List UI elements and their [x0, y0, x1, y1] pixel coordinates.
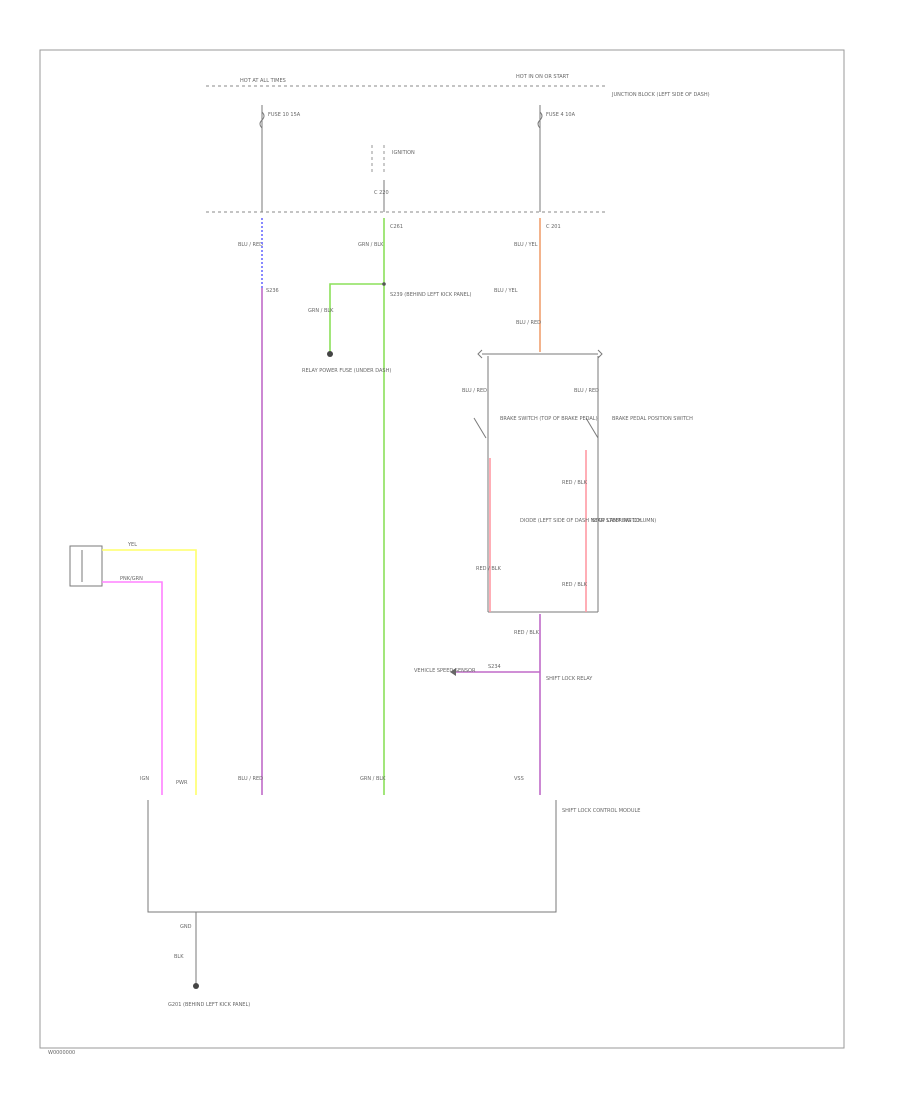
footer-code: W0000000 [48, 1050, 75, 1056]
sw-right-out-label: RED / BLK [562, 480, 588, 486]
wire-pink-left-sensor [102, 581, 163, 795]
bottom-wire-label: RED / BLK [514, 630, 540, 636]
fuse-left-label: FUSE 10 15A [268, 112, 301, 118]
wire-label-shift-lock: BLU / YEL [494, 288, 518, 294]
fuse-box-right-title: HOT IN ON OR START [516, 74, 570, 80]
pin-vss-label: VSS [514, 776, 524, 782]
shift-lock-terminal [327, 351, 333, 357]
diode-note: DIODE (LEFT SIDE OF DASH NEAR STEERING C… [520, 518, 656, 524]
wire-label-fuse-left: BLU / RED [238, 242, 263, 248]
connector-label-fuse-left: S236 [266, 288, 279, 294]
speed-sensor-label: VEHICLE SPEED SENSOR [414, 668, 476, 674]
blu-bottom-label: BLU / RED [238, 776, 263, 782]
ground-label: G201 (BEHIND LEFT KICK PANEL) [168, 1002, 250, 1008]
sw-left-wire-label: BLU / RED [462, 388, 487, 394]
pin-pwr-label: PWR [176, 780, 188, 786]
power-relay-label: RELAY POWER FUSE (UNDER DASH) [302, 368, 391, 374]
wire-green-branch [329, 283, 384, 352]
stop-lamp-label: STOP LAMP SWITCH [592, 518, 642, 524]
connector-label-ign: C261 [390, 224, 403, 230]
yel-label: YEL [127, 542, 137, 548]
wire-yellow [102, 549, 197, 795]
ignition-label: IGNITION [392, 150, 415, 156]
control-module-label: SHIFT LOCK CONTROL MODULE [562, 808, 640, 814]
arrow-speed-sensor [450, 668, 456, 676]
diode-out-label: RED / BLK [562, 582, 588, 588]
ground-wire-label: BLK [174, 954, 184, 960]
brake-pedal-switch-label: BRAKE PEDAL POSITION SWITCH [612, 416, 693, 422]
connector-label-fuse-right: C 201 [546, 224, 561, 230]
pin-ign-label: IGN [140, 776, 149, 782]
ignition-terminal: C 220 [374, 190, 389, 196]
grn-bottom-label: GRN / BLK [360, 776, 386, 782]
fuse-box-left-title: HOT AT ALL TIMES [240, 78, 286, 84]
splice-s234-label: S234 [488, 664, 501, 670]
fuse-right: FUSE 4 10A [537, 105, 576, 212]
fuse-left: FUSE 10 15A [259, 105, 301, 212]
brake-switch-block [473, 349, 603, 613]
splice-s239-label: S239 (BEHIND LEFT KICK PANEL) [390, 292, 472, 298]
fuse-right-label: FUSE 4 10A [546, 112, 576, 118]
wire-label-ign: GRN / BLK [358, 242, 384, 248]
pin-gnd-label: GND [180, 924, 192, 930]
ground-terminal [193, 983, 199, 989]
grn-splice-label: GRN / BLK [308, 308, 334, 314]
wire-label-brake-switch: BLU / RED [516, 320, 541, 326]
sw-left-out-label: RED / BLK [476, 566, 502, 572]
fuse-box-note: JUNCTION BLOCK (LEFT SIDE OF DASH) [611, 92, 710, 98]
wire-label-fuse-right: BLU / YEL [514, 242, 538, 248]
sw-right-wire-label: BLU / RED [574, 388, 599, 394]
pnk-label: PNK/GRN [120, 576, 143, 582]
brake-switch-label: BRAKE SWITCH (TOP OF BRAKE PEDAL) [500, 416, 598, 422]
ignition-input: IGNITION C 220 [371, 145, 415, 212]
vehicle-sensor [69, 545, 103, 587]
diagram-frame [39, 49, 845, 1049]
shift-lock-relay-label: SHIFT LOCK RELAY [546, 676, 593, 682]
splice-s239 [382, 282, 386, 286]
control-module [147, 800, 557, 913]
